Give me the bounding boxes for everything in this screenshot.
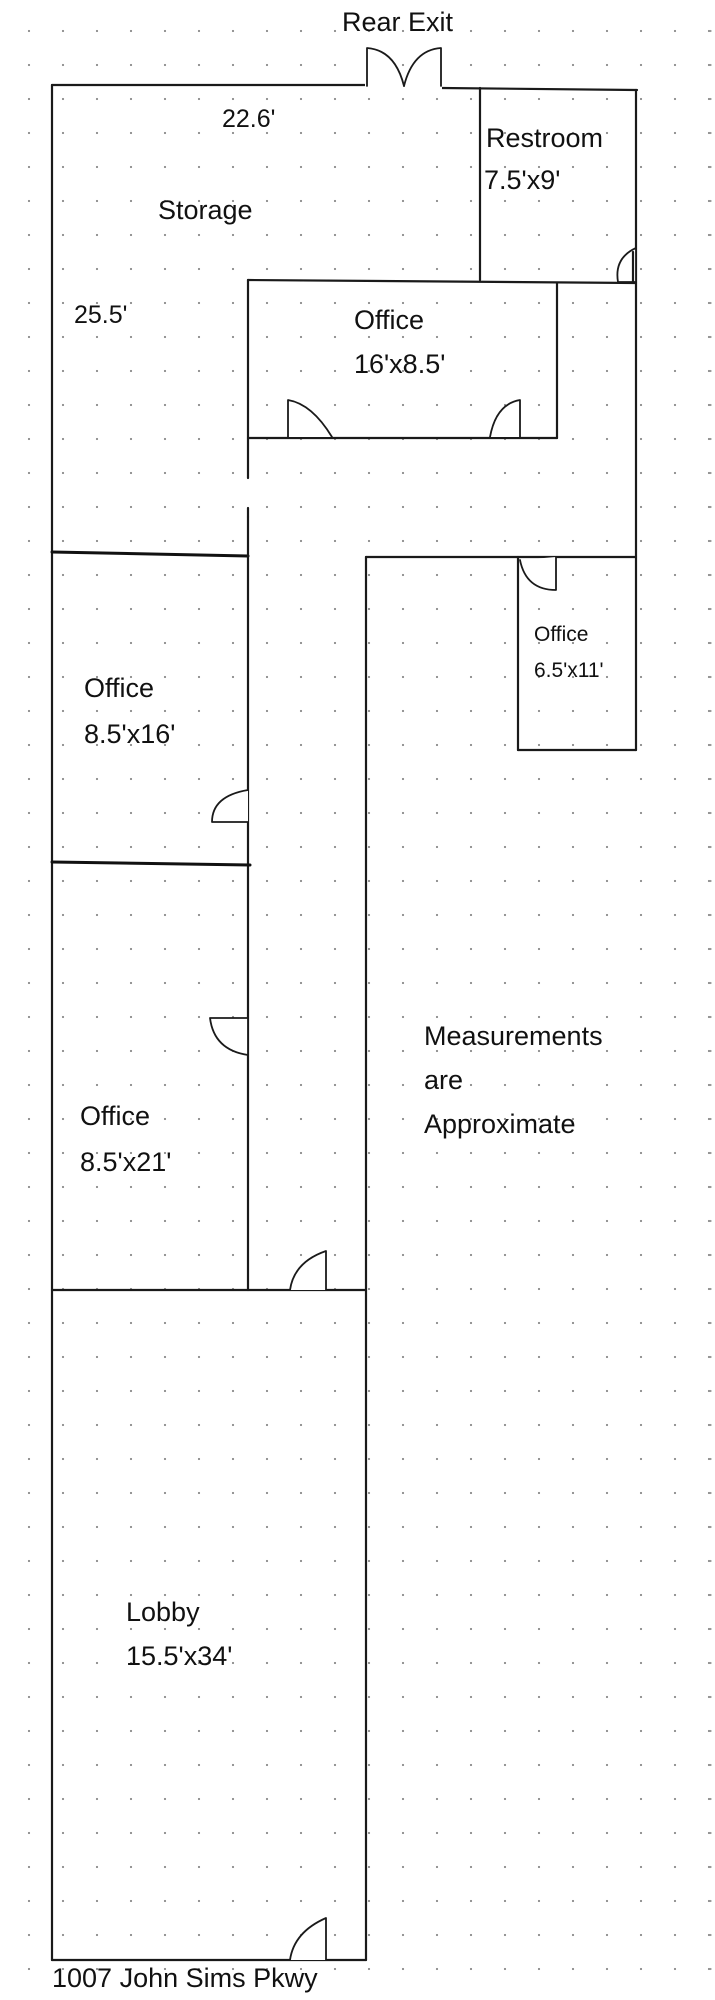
restroom-door xyxy=(616,247,637,283)
lobby-corridor-door xyxy=(289,1250,327,1291)
outer-walls xyxy=(50,83,639,1962)
storage-label: Storage xyxy=(158,195,253,225)
lobby-size-label: 15.5'x34' xyxy=(126,1641,233,1671)
note-line-1: Measurements xyxy=(424,1021,603,1051)
lower-left-office-size-label: 8.5'x21' xyxy=(80,1147,172,1177)
upper-left-office-size-label: 8.5'x16' xyxy=(84,719,176,749)
top-office-size-label: 16'x8.5' xyxy=(354,349,446,379)
upper-left-office-door xyxy=(211,789,249,823)
top-office-door-left xyxy=(287,399,333,438)
front-entrance-door xyxy=(289,1917,327,1961)
lobby-label: Lobby xyxy=(126,1597,200,1627)
storage-width-label: 22.6' xyxy=(222,105,276,133)
top-office-label: Office xyxy=(354,305,425,335)
edge-dot-column xyxy=(706,0,715,2000)
left-office-walls xyxy=(50,860,368,1292)
rear-exit-label: Rear Exit xyxy=(342,7,454,37)
rear-exit-door-right xyxy=(403,47,442,87)
note-line-3: Approximate xyxy=(424,1109,576,1139)
lower-left-office-door xyxy=(209,1017,249,1056)
top-office-door-right xyxy=(489,399,521,438)
top-wall-right xyxy=(440,86,639,92)
doors xyxy=(209,47,637,1961)
right-office-size-label: 6.5'x11' xyxy=(534,659,604,682)
address-label: 1007 John Sims Pkwy xyxy=(52,1963,318,1993)
right-office-door xyxy=(519,556,557,591)
upper-left-office-label: Office xyxy=(84,673,155,703)
right-office-label: Office xyxy=(534,623,589,646)
office-divider-wall xyxy=(50,860,252,867)
restroom-label: Restroom xyxy=(486,123,604,153)
storage-south-wall xyxy=(50,550,250,558)
storage-walls xyxy=(50,278,638,558)
storage-depth-label: 25.5' xyxy=(74,301,128,329)
restroom-size-label: 7.5'x9' xyxy=(484,165,561,195)
lower-left-office-label: Office xyxy=(80,1101,151,1131)
rear-exit-door-left xyxy=(366,47,405,87)
note-line-2: are xyxy=(424,1065,464,1095)
storage-bottom-wall xyxy=(246,278,638,285)
